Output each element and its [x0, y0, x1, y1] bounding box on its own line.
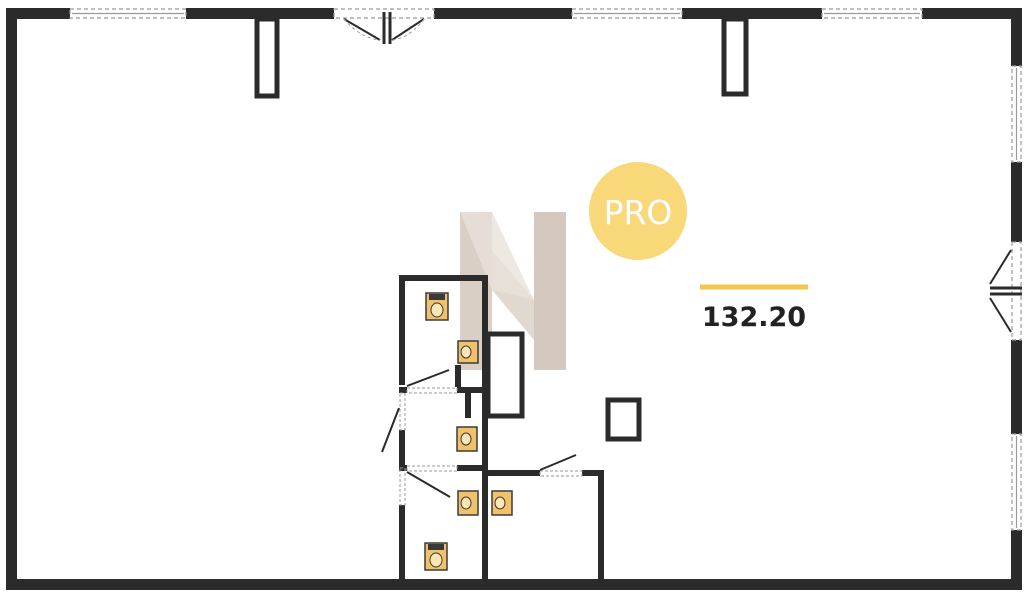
sink-icon: [491, 490, 513, 516]
column-center: [605, 397, 642, 442]
area-label: 132.20: [702, 302, 806, 333]
window-icon: [69, 8, 1022, 531]
service-shaft: [485, 331, 525, 419]
door-swing-icon: [333, 8, 435, 44]
toilet-icon: [425, 292, 449, 321]
sink-icon: [456, 426, 478, 452]
column-right: [721, 16, 749, 97]
watermark-logo-icon: [460, 212, 566, 370]
sink-icon: [457, 490, 479, 516]
area-marker: 132.20: [700, 284, 808, 333]
outer-walls: [6, 8, 1022, 590]
column-left: [254, 16, 280, 99]
interior-walls: [399, 275, 604, 580]
door-swing-icon: [381, 369, 583, 506]
pro-badge-label: PRO: [604, 193, 673, 232]
pro-badge: PRO: [589, 162, 687, 260]
sink-icon: [457, 340, 479, 364]
door-swing-icon: [989, 241, 1022, 341]
toilet-icon: [424, 542, 448, 571]
